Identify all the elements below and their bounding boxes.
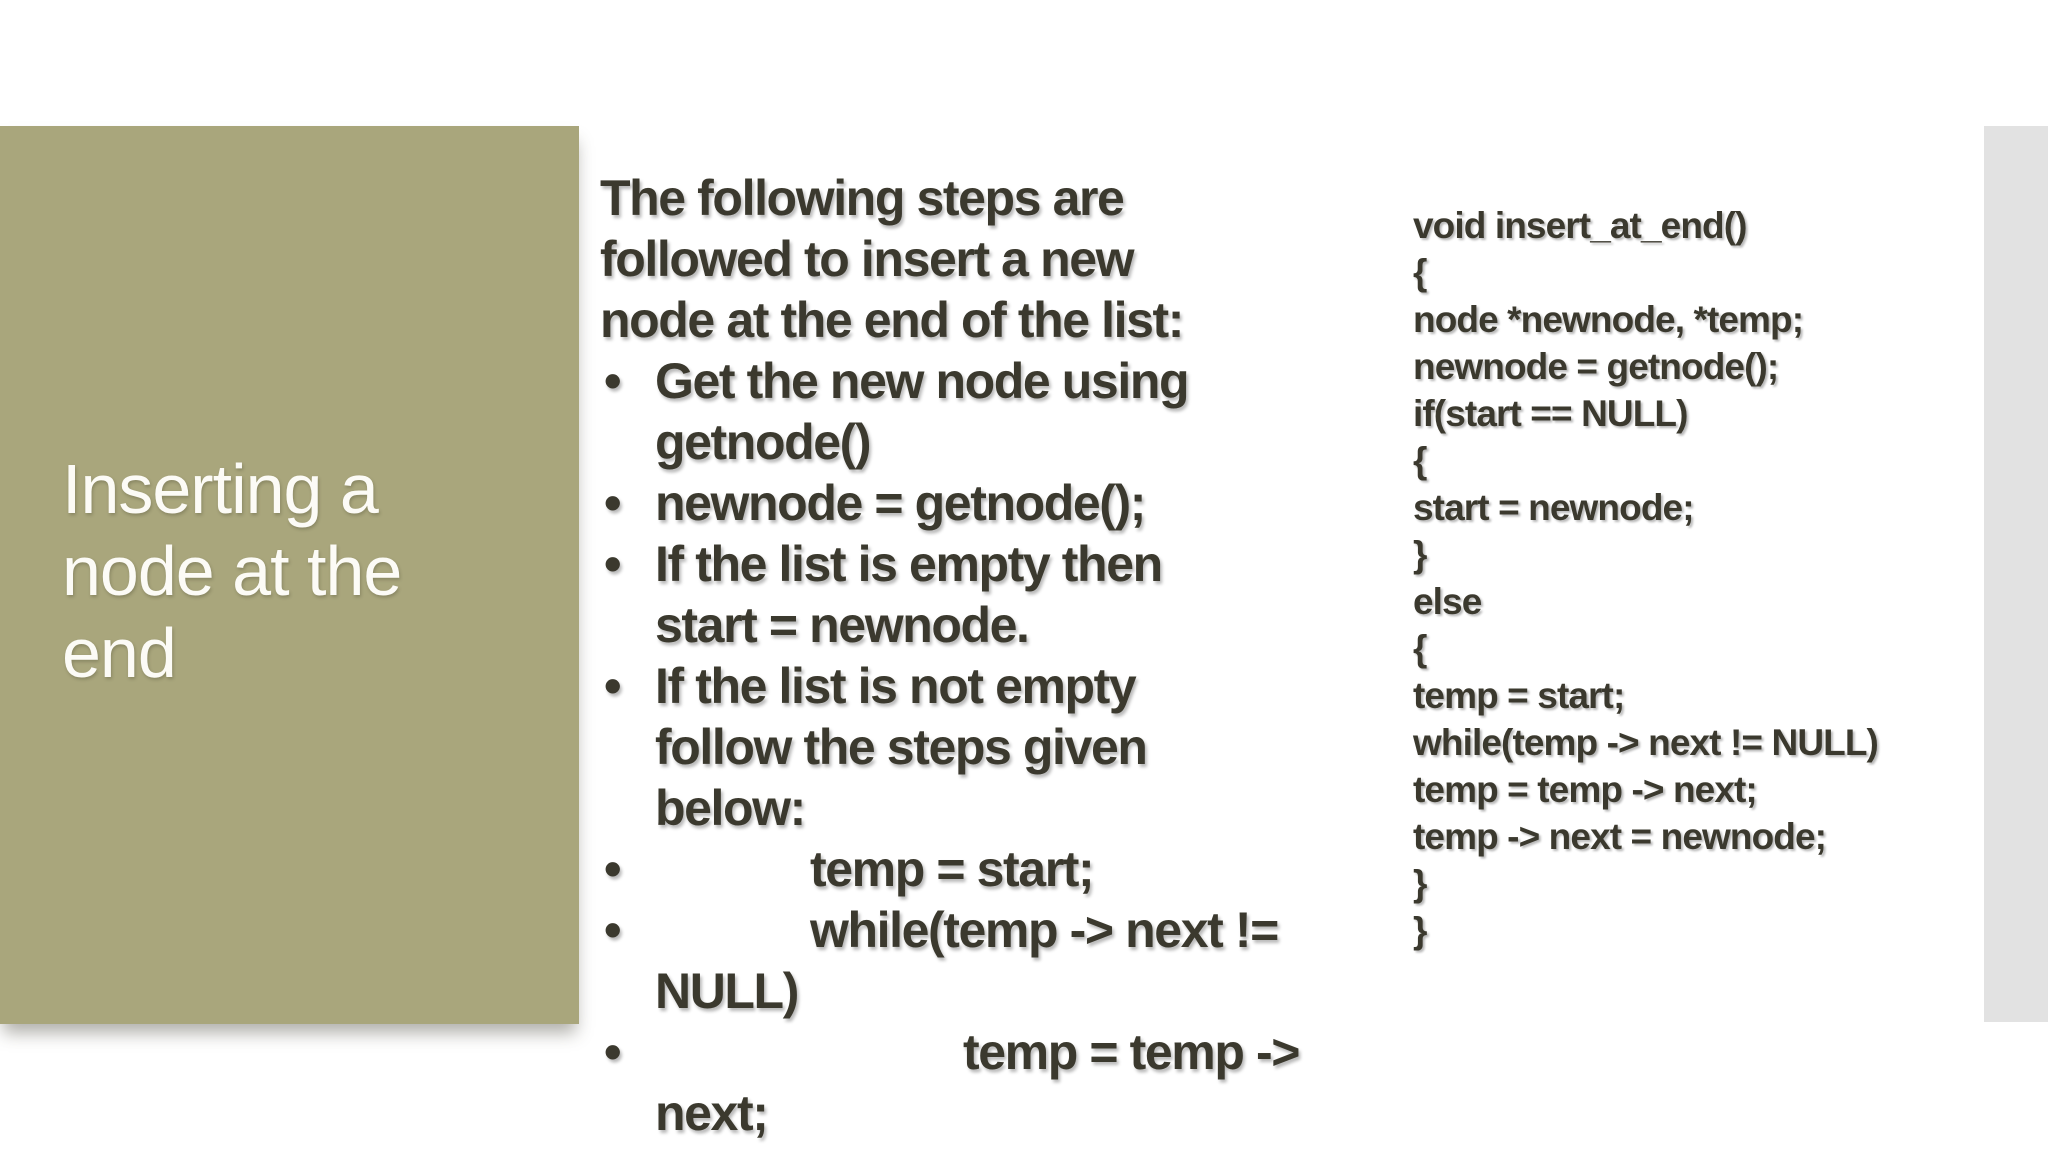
code-line: { (1413, 440, 1427, 481)
body-line: start = newnode. (600, 595, 1390, 656)
body-line: node at the end of the list: (600, 290, 1390, 351)
body-line: • If the list is not empty (600, 656, 1390, 717)
bullet-icon: • (604, 1024, 622, 1080)
bullet-icon: • (604, 353, 622, 409)
body-line-text: The following steps are (600, 170, 1125, 226)
code-line: temp = temp -> next; (1413, 769, 1758, 810)
steps-text-block: The following steps are followed to inse… (600, 168, 1390, 1144)
code-line: temp = start; (1413, 675, 1625, 716)
body-line-text: followed to insert a new (600, 231, 1135, 287)
body-line: follow the steps given (600, 717, 1390, 778)
code-line: while(temp -> next != NULL) (1413, 722, 1879, 763)
code-line: void insert_at_end() (1413, 205, 1747, 246)
body-line-text: start = newnode. (655, 597, 1030, 653)
title-line: node at the (62, 532, 402, 610)
body-line: NULL) (600, 961, 1390, 1022)
body-line-text: temp = temp -> (963, 1024, 1300, 1080)
right-edge-strip (1984, 126, 2048, 1022)
body-line: • while(temp -> next != (600, 900, 1390, 961)
title-line: end (62, 614, 177, 692)
body-line-text: getnode() (655, 414, 872, 470)
body-line: The following steps are (600, 168, 1390, 229)
code-line: } (1413, 534, 1427, 575)
slide-title: Inserting a node at the end (62, 448, 402, 694)
bullet-icon: • (604, 536, 622, 592)
body-line-text: NULL) (655, 963, 799, 1019)
body-line-text: follow the steps given (655, 719, 1148, 775)
code-line: start = newnode; (1413, 487, 1695, 528)
code-line: newnode = getnode(); (1413, 346, 1779, 387)
code-line: } (1413, 910, 1427, 951)
code-line: else (1413, 581, 1482, 622)
body-line-text: newnode = getnode(); (655, 475, 1146, 531)
code-block: void insert_at_end() { node *newnode, *t… (1413, 202, 1973, 954)
body-line: • newnode = getnode(); (600, 473, 1390, 534)
code-line: if(start == NULL) (1413, 393, 1688, 434)
body-line-text: while(temp -> next != (810, 902, 1279, 958)
bullet-icon: • (604, 658, 622, 714)
bullet-icon: • (604, 902, 622, 958)
body-line: • temp = temp -> (600, 1022, 1390, 1083)
body-line: below: (600, 778, 1390, 839)
bullet-icon: • (604, 475, 622, 531)
body-line-text: If the list is not empty (655, 658, 1137, 714)
bullet-icon: • (604, 841, 622, 897)
title-band (0, 126, 579, 1024)
body-line-text: Get the new node using (655, 353, 1190, 409)
body-line-text: node at the end of the list: (600, 292, 1184, 348)
body-line-text: below: (655, 780, 806, 836)
body-line-text: next; (655, 1085, 769, 1141)
code-line: { (1413, 252, 1427, 293)
body-line-text: temp = start; (810, 841, 1095, 897)
code-line: } (1413, 863, 1427, 904)
title-line: Inserting a (62, 450, 379, 528)
body-line: • If the list is empty then (600, 534, 1390, 595)
code-line: temp -> next = newnode; (1413, 816, 1827, 857)
code-line: node *newnode, *temp; (1413, 299, 1804, 340)
body-line: next; (600, 1083, 1390, 1144)
code-line: { (1413, 628, 1427, 669)
body-line: • temp = start; (600, 839, 1390, 900)
body-line-text: If the list is empty then (655, 536, 1163, 592)
body-line: • Get the new node using (600, 351, 1390, 412)
body-line: getnode() (600, 412, 1390, 473)
body-line: followed to insert a new (600, 229, 1390, 290)
